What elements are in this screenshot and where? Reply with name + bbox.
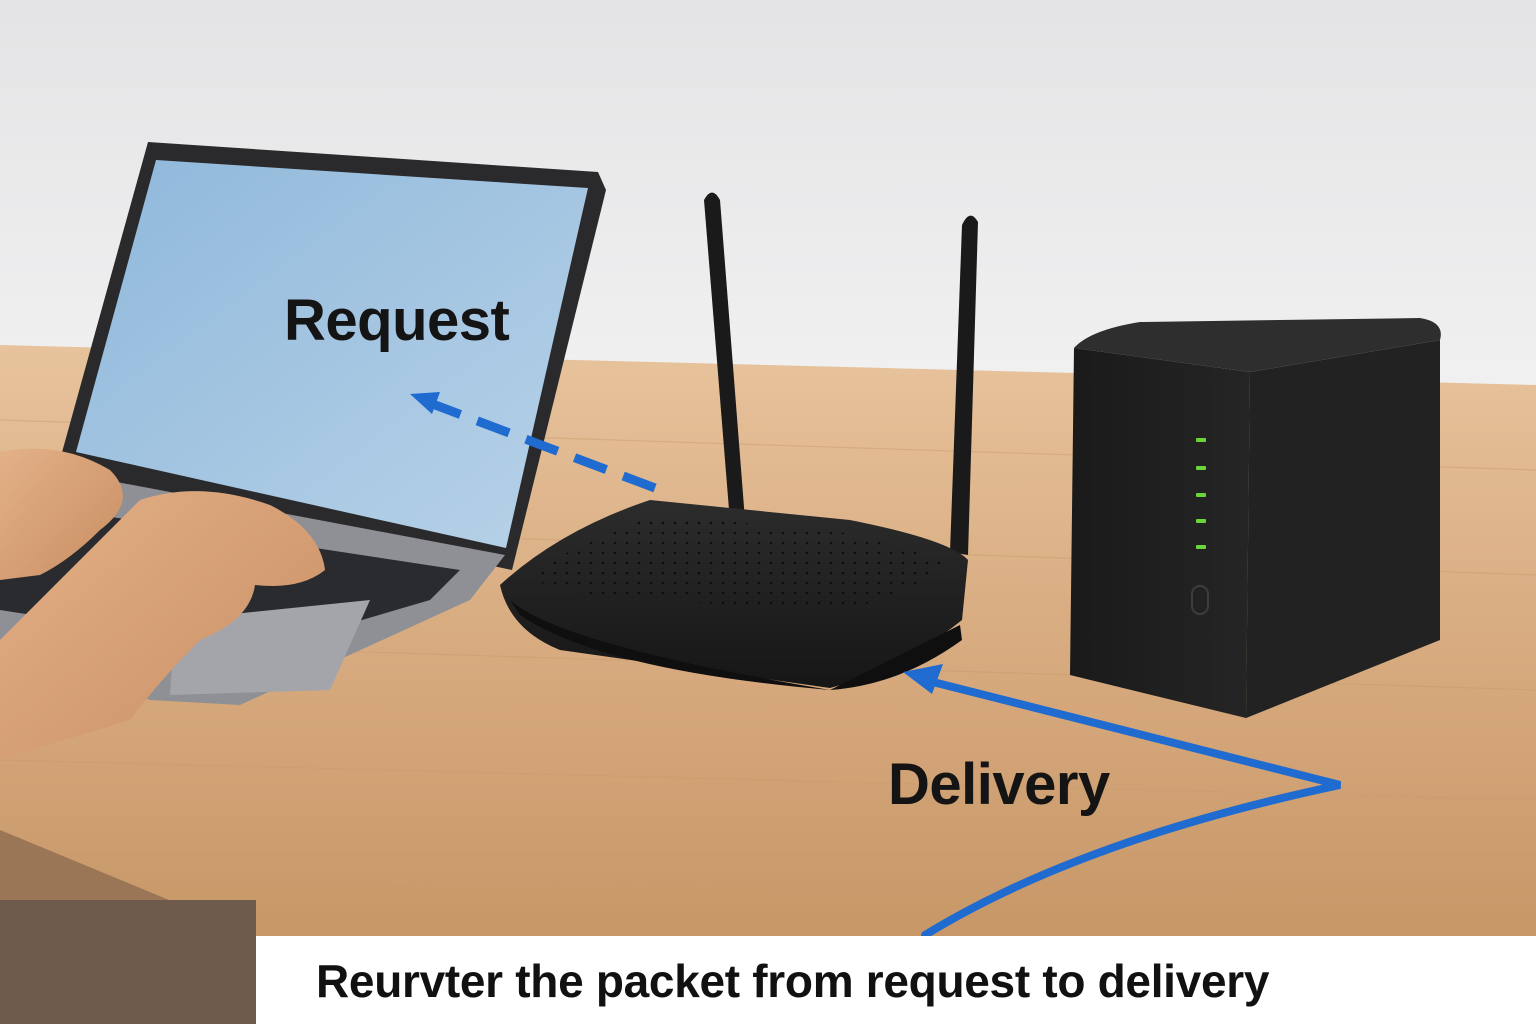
server-leds — [1196, 438, 1206, 549]
server-power-button — [1191, 585, 1209, 615]
router-base — [510, 600, 962, 690]
laptop — [0, 142, 606, 705]
delivery-arrow — [903, 664, 1341, 939]
server-side — [1246, 340, 1440, 718]
request-label: Request — [284, 288, 510, 353]
router-vents — [530, 515, 950, 612]
router-antenna-left — [704, 192, 745, 522]
laptop-screen — [76, 160, 588, 548]
caption-bar: Reurvter the packet from request to deli… — [256, 936, 1536, 1024]
desk-front — [0, 900, 256, 1024]
server-front — [1070, 348, 1250, 718]
hands — [0, 448, 325, 760]
right-hand — [0, 491, 325, 760]
request-arrow — [410, 392, 657, 493]
caption-text: Reurvter the packet from request to deli… — [316, 955, 1270, 1007]
router-antenna-right — [950, 215, 978, 555]
left-hand — [0, 448, 123, 580]
delivery-label: Delivery — [888, 752, 1110, 817]
router — [500, 192, 978, 690]
server-top — [1074, 318, 1441, 372]
nas-server — [1070, 318, 1441, 718]
